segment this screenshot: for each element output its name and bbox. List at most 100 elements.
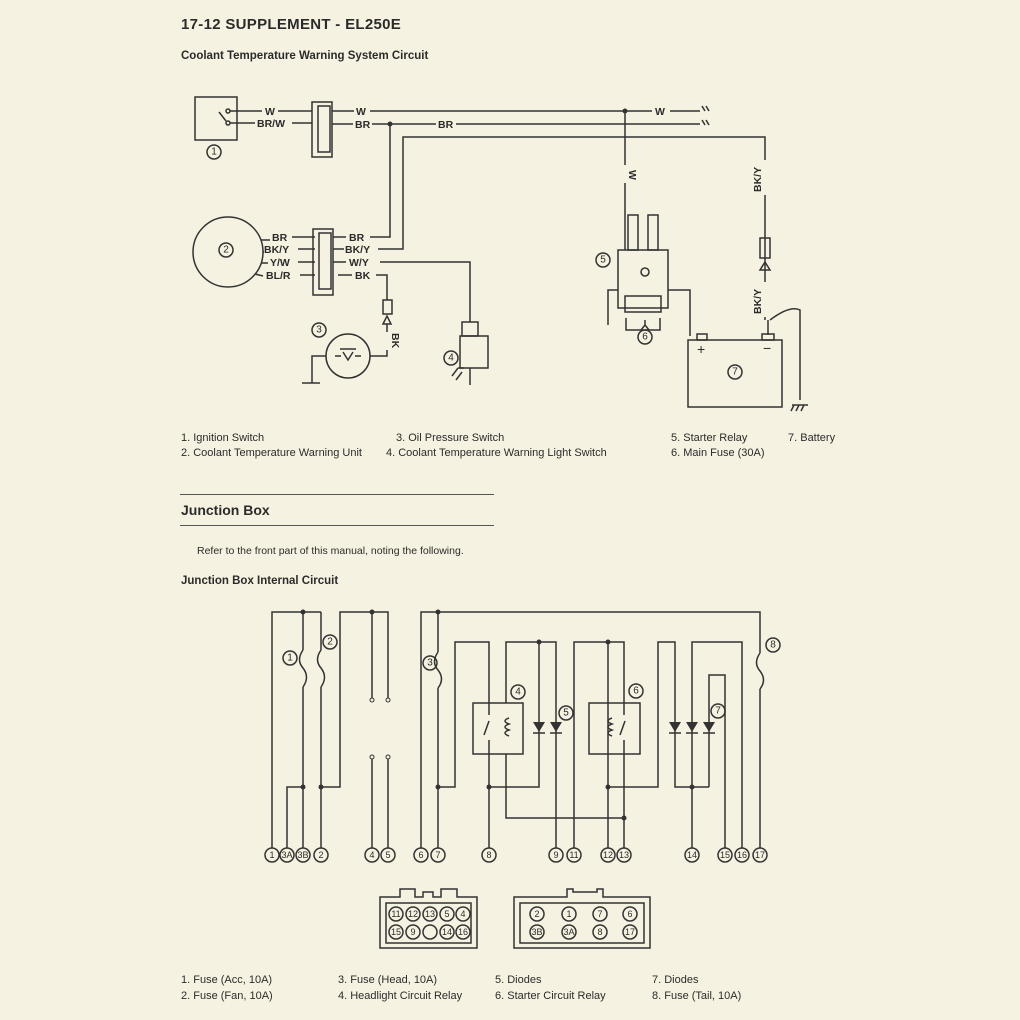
pin-label-ring [622,924,638,940]
terminal-label-ring [430,847,446,863]
pin-label-ring [561,906,577,922]
pin-label-ring [622,906,638,922]
terminal-label: 8 [486,850,491,860]
legend-item: 5. Diodes [495,974,542,986]
battery-minus-sign: − [763,340,771,356]
wire-label: W/Y [349,257,369,269]
callouts-junction: 1 2 3 4 5 6 7 8 [282,634,781,721]
terminal-label-ring [313,847,329,863]
pin-label: 3A [563,927,574,937]
pin-label: 16 [458,927,468,937]
pin-label: 17 [625,927,635,937]
terminal-label: 16 [737,850,747,860]
wire-label: BK/Y [345,244,370,256]
svg-text:5: 5 [563,708,569,719]
wire-label: BK [355,270,371,282]
terminal-label-ring [616,847,632,863]
pin-label: 2 [534,909,539,919]
legend-item: 7. Diodes [652,974,699,986]
terminal-label-ring [548,847,564,863]
terminal-label: 3B [297,850,308,860]
svg-text:8: 8 [770,640,776,651]
terminal-label-ring [600,847,616,863]
terminal-label: 1 [269,850,274,860]
pin-label: 4 [460,909,465,919]
intro-text: Refer to the front part of this manual, … [197,545,464,557]
terminal-label: 15 [720,850,730,860]
divider [180,525,494,526]
pin-label: 1 [566,909,571,919]
legend-item: 3. Oil Pressure Switch [396,432,505,444]
terminal-label-ring [752,847,768,863]
terminal-label-ring [413,847,429,863]
terminal-label-ring [380,847,396,863]
legend-item: 3. Fuse (Head, 10A) [338,974,438,986]
wire-label: BK/Y [752,289,764,314]
starter-relay [607,214,691,336]
coolant-warning-unit [192,216,270,288]
terminal-label: 11 [569,850,578,860]
pin-label: 6 [627,909,632,919]
terminal-label: 17 [755,850,765,860]
pin-label-ring [592,924,608,940]
pin-label: 12 [408,909,418,919]
terminal-label-ring [279,847,295,863]
divider [180,494,494,495]
svg-text:6: 6 [642,332,648,343]
pin-label-ring [439,906,455,922]
pin-label-ring [529,906,545,922]
terminal-label-ring [264,847,280,863]
wire-label: BK/Y [264,244,289,256]
subheading: Junction Box Internal Circuit [181,575,339,587]
terminal-label-ring [684,847,700,863]
svg-text:1: 1 [211,147,217,158]
pin-label: 8 [597,927,602,937]
svg-text:2: 2 [223,245,229,256]
connector-left [379,888,478,949]
legend-item: 2. Coolant Temperature Warning Unit [181,447,362,459]
wire-label: BK [389,333,401,349]
wire-label: Y/W [270,257,290,269]
svg-text:3: 3 [316,325,322,336]
svg-text:7: 7 [732,367,738,378]
pin-label-ring [439,924,455,940]
connector-right [513,888,651,949]
svg-text:6: 6 [633,686,639,697]
pin-label-ring [592,906,608,922]
pin-label: 3B [531,927,542,937]
pin-label-ring [388,924,404,940]
terminal-label-ring [295,847,311,863]
junction-box-circuit [271,609,765,848]
svg-text:4: 4 [515,687,521,698]
wire-label: W [265,106,275,118]
legend-item: 7. Battery [788,432,836,444]
pin-label: 15 [391,927,401,937]
legend-item: 1. Fuse (Acc, 10A) [181,974,273,986]
pin-label: 5 [444,909,449,919]
legend-item: 6. Starter Circuit Relay [495,990,606,1002]
pin-label-ring [388,906,404,922]
legend-item: 8. Fuse (Tail, 10A) [652,990,742,1002]
legend-item: 4. Headlight Circuit Relay [338,990,463,1002]
page-title: 17-12 SUPPLEMENT - EL250E [181,16,402,33]
terminal-label: 13 [619,850,629,860]
pin-label: 13 [425,909,435,919]
connector-2 [312,228,334,296]
terminal-label: 7 [435,850,440,860]
wire-label: BR/W [257,118,285,130]
svg-text:3: 3 [427,658,433,669]
wire-label: BL/R [266,270,291,282]
pin-label-ring [455,906,471,922]
pin-label-ring [405,924,421,940]
wire-label: BR [349,232,365,244]
terminal-label-ring [717,847,733,863]
pin-label-ring [422,906,438,922]
terminal-label-ring [364,847,380,863]
pin-label-ring [455,924,471,940]
wire-label: BR [272,232,288,244]
svg-text:7: 7 [715,706,721,717]
wire-label: BK/Y [752,167,764,192]
